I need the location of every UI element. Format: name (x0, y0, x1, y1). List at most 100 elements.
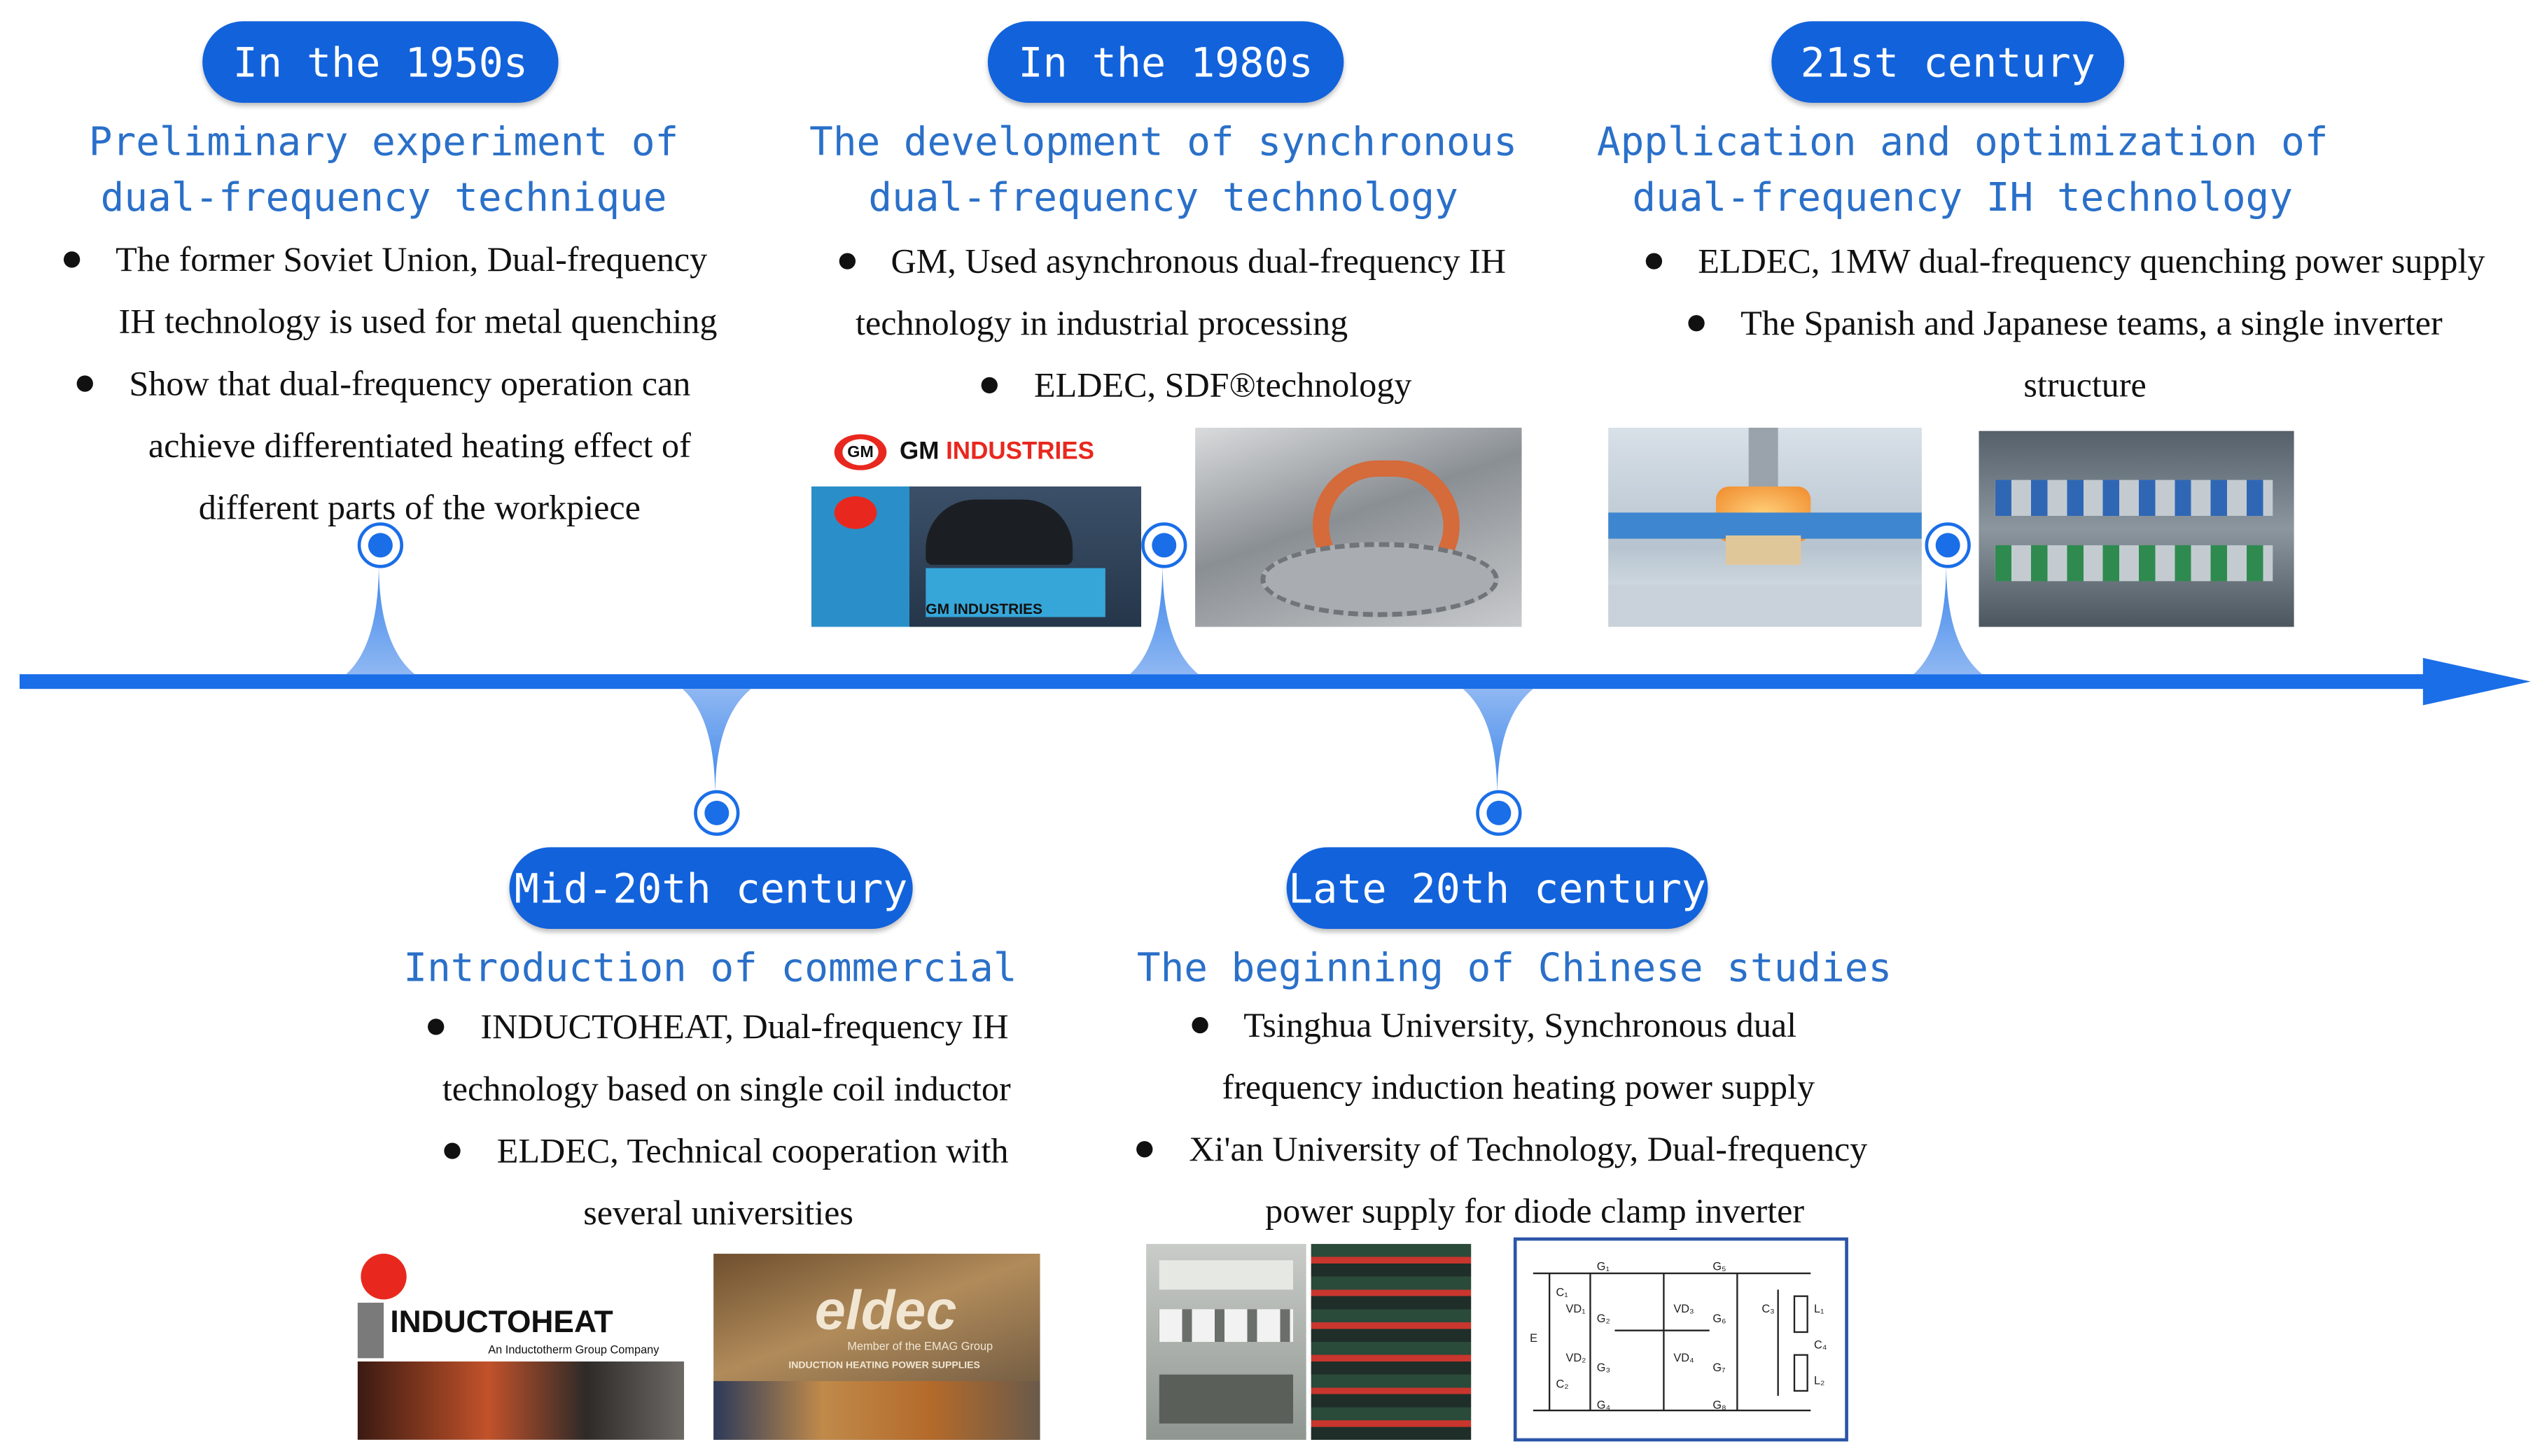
label-c4: C₄ (1814, 1338, 1827, 1351)
bullet-item: INDUCTOHEAT, Dual-frequency IH (302, 996, 1134, 1058)
schematic-svg: G₁ G₂ G₃ G₄ G₅ G₆ G₇ G₈ VD₁ VD₂ VD₃ VD₄ … (1530, 1260, 1827, 1412)
bullet-text: power supply for diode clamp inverter (1265, 1191, 1805, 1231)
bullet-text: different parts of the workpiece (198, 488, 641, 528)
label-l2: L₂ (1814, 1375, 1824, 1387)
stem-mid20th (682, 689, 751, 797)
eldec-tagline: Member of the EMAG Group (847, 1341, 993, 1354)
label-g8: G₈ (1712, 1399, 1726, 1412)
bullet-text: structure (2023, 365, 2147, 405)
label-g3: G₃ (1597, 1362, 1610, 1374)
heading-mid20th: Introduction of commercial (326, 940, 1094, 995)
bullet-text: The former Soviet Union, Dual-frequency (116, 239, 708, 279)
power-supply-cabinet-photo (1146, 1244, 1306, 1440)
node-mid20th (694, 790, 740, 836)
eldec-subline: INDUCTION HEATING POWER SUPPLIES (788, 1361, 980, 1371)
bullet-item: Tsinghua University, Synchronous dual (1028, 994, 1959, 1056)
heading-late20th: The beginning of Chinese studies (1110, 940, 1918, 995)
bullet-item: Show that dual-frequency operation can (0, 353, 783, 415)
bullet-item: The Spanish and Japanese teams, a single… (1587, 292, 2544, 354)
era-pill-late20th: Late 20th century (1286, 847, 1708, 929)
stem-21st (1913, 563, 1983, 675)
label-vd3: VD₃ (1673, 1303, 1694, 1315)
heading-1950s: Preliminary experiment of dual-frequency… (0, 114, 767, 225)
gm-logo-wordmark: GM INDUSTRIES (900, 438, 1094, 465)
bullet-text: INDUCTOHEAT, Dual-frequency IH (480, 1007, 1009, 1046)
stem-1980s (1129, 563, 1199, 675)
eldec-wordmark: eldec (814, 1280, 957, 1342)
gm-industries-photo: GM GM INDUSTRIES GM INDUSTRIES (811, 428, 1142, 627)
bullets-late20th: Tsinghua University, Synchronous dual fr… (1077, 994, 1959, 1242)
bullet-text: several universities (583, 1193, 853, 1233)
stem-late20th (1463, 689, 1533, 797)
bullet-item: GM, Used asynchronous dual-frequency IH (781, 230, 1564, 293)
bullet-text: Show that dual-frequency operation can (129, 364, 691, 404)
gm-logo-mark-text: GM (842, 439, 879, 465)
bullet-dot (428, 1018, 445, 1035)
circuit-board-photo (1311, 1244, 1472, 1440)
bullet-dot (76, 375, 94, 392)
bullet-text: achieve differentiated heating effect of (148, 426, 691, 465)
inductoheat-wordmark: INDUCTOHEAT (390, 1306, 613, 1340)
label-c3: C₃ (1761, 1303, 1774, 1315)
label-vd1: VD₁ (1565, 1303, 1586, 1315)
heading-21st: Application and optimization of dual-fre… (1580, 114, 2344, 225)
eldec-photo: eldec Member of the EMAG Group INDUCTION… (713, 1254, 1040, 1440)
heading-1980s: The development of synchronous dual-freq… (783, 114, 1542, 225)
label-e: E (1530, 1332, 1537, 1345)
bullet-text: Tsinghua University, Synchronous dual (1243, 1005, 1797, 1045)
label-g7: G₇ (1712, 1362, 1726, 1374)
gm-word: GM (899, 438, 940, 465)
era-pill-21st: 21st century (1771, 21, 2125, 103)
bullet-text: ELDEC, 1MW dual-frequency quenching powe… (1698, 241, 2485, 281)
heading-line: The beginning of Chinese studies (1136, 945, 1892, 991)
timeline-arrowhead (2422, 657, 2531, 706)
bullet-text: frequency induction heating power supply (1222, 1068, 1815, 1107)
era-pill-1950s: In the 1950s (202, 21, 559, 103)
bullet-dot (1191, 1017, 1208, 1034)
heading-line: Preliminary experiment of (88, 119, 679, 165)
bullet-item: ELDEC, 1MW dual-frequency quenching powe… (1587, 230, 2544, 293)
label-g1: G₁ (1597, 1260, 1610, 1273)
bullet-text: ELDEC, Technical cooperation with (496, 1131, 1009, 1171)
era-pill-1980s: In the 1980s (987, 21, 1344, 103)
bullet-dot (63, 251, 80, 268)
label-c2: C₂ (1556, 1378, 1568, 1390)
quenching-photo (1608, 428, 1922, 627)
bullet-item: ELDEC, Technical cooperation with (319, 1120, 1135, 1182)
heading-line: The development of synchronous (809, 119, 1518, 165)
bullet-dot (982, 377, 998, 394)
bullets-mid20th: INDUCTOHEAT, Dual-frequency IH technolog… (351, 996, 1134, 1244)
heading-line: Introduction of commercial (403, 945, 1017, 991)
heading-line: dual-frequency IH technology (1632, 174, 2293, 220)
bullet-dot (445, 1142, 461, 1159)
bullet-item: Xi'an University of Technology, Dual-fre… (1045, 1118, 1960, 1180)
bullet-text: GM, Used asynchronous dual-frequency IH (891, 241, 1507, 281)
bullet-text: ELDEC, SDF®technology (1033, 365, 1412, 405)
gm-machine-photo: GM INDUSTRIES (811, 486, 1142, 627)
bullet-text: technology in industrial processing (856, 303, 1348, 343)
label-g5: G₅ (1712, 1260, 1726, 1273)
diode-clamp-inverter-schematic: G₁ G₂ G₃ G₄ G₅ G₆ G₇ G₈ VD₁ VD₂ VD₃ VD₄ … (1513, 1237, 1848, 1442)
heading-line: dual-frequency technique (100, 174, 667, 220)
gm-word-industries: INDUSTRIES (946, 438, 1094, 465)
bullet-text: IH technology is used for metal quenchin… (118, 302, 718, 342)
bullet-text: The Spanish and Japanese teams, a single… (1740, 303, 2443, 343)
stem-1950s (346, 563, 415, 675)
heading-line: Application and optimization of (1596, 119, 2329, 165)
heading-line: dual-frequency technology (868, 174, 1458, 220)
bullets-1980s: GM, Used asynchronous dual-frequency IH … (781, 230, 1564, 416)
node-late20th (1476, 790, 1522, 836)
node-1950s (357, 522, 404, 568)
inductoheat-tagline: An Inductotherm Group Company (488, 1345, 660, 1357)
inductoheat-logo-dot (361, 1254, 407, 1300)
bullets-21st: ELDEC, 1MW dual-frequency quenching powe… (1587, 230, 2544, 416)
node-1980s (1141, 522, 1187, 568)
gm-plate-text: GM INDUSTRIES (926, 601, 1043, 617)
bullet-item: The former Soviet Union, Dual-frequency (0, 228, 783, 290)
label-g6: G₆ (1712, 1312, 1726, 1325)
bullet-dot (1136, 1141, 1154, 1158)
timeline-shaft (19, 674, 2445, 690)
label-c1: C₁ (1556, 1287, 1568, 1299)
